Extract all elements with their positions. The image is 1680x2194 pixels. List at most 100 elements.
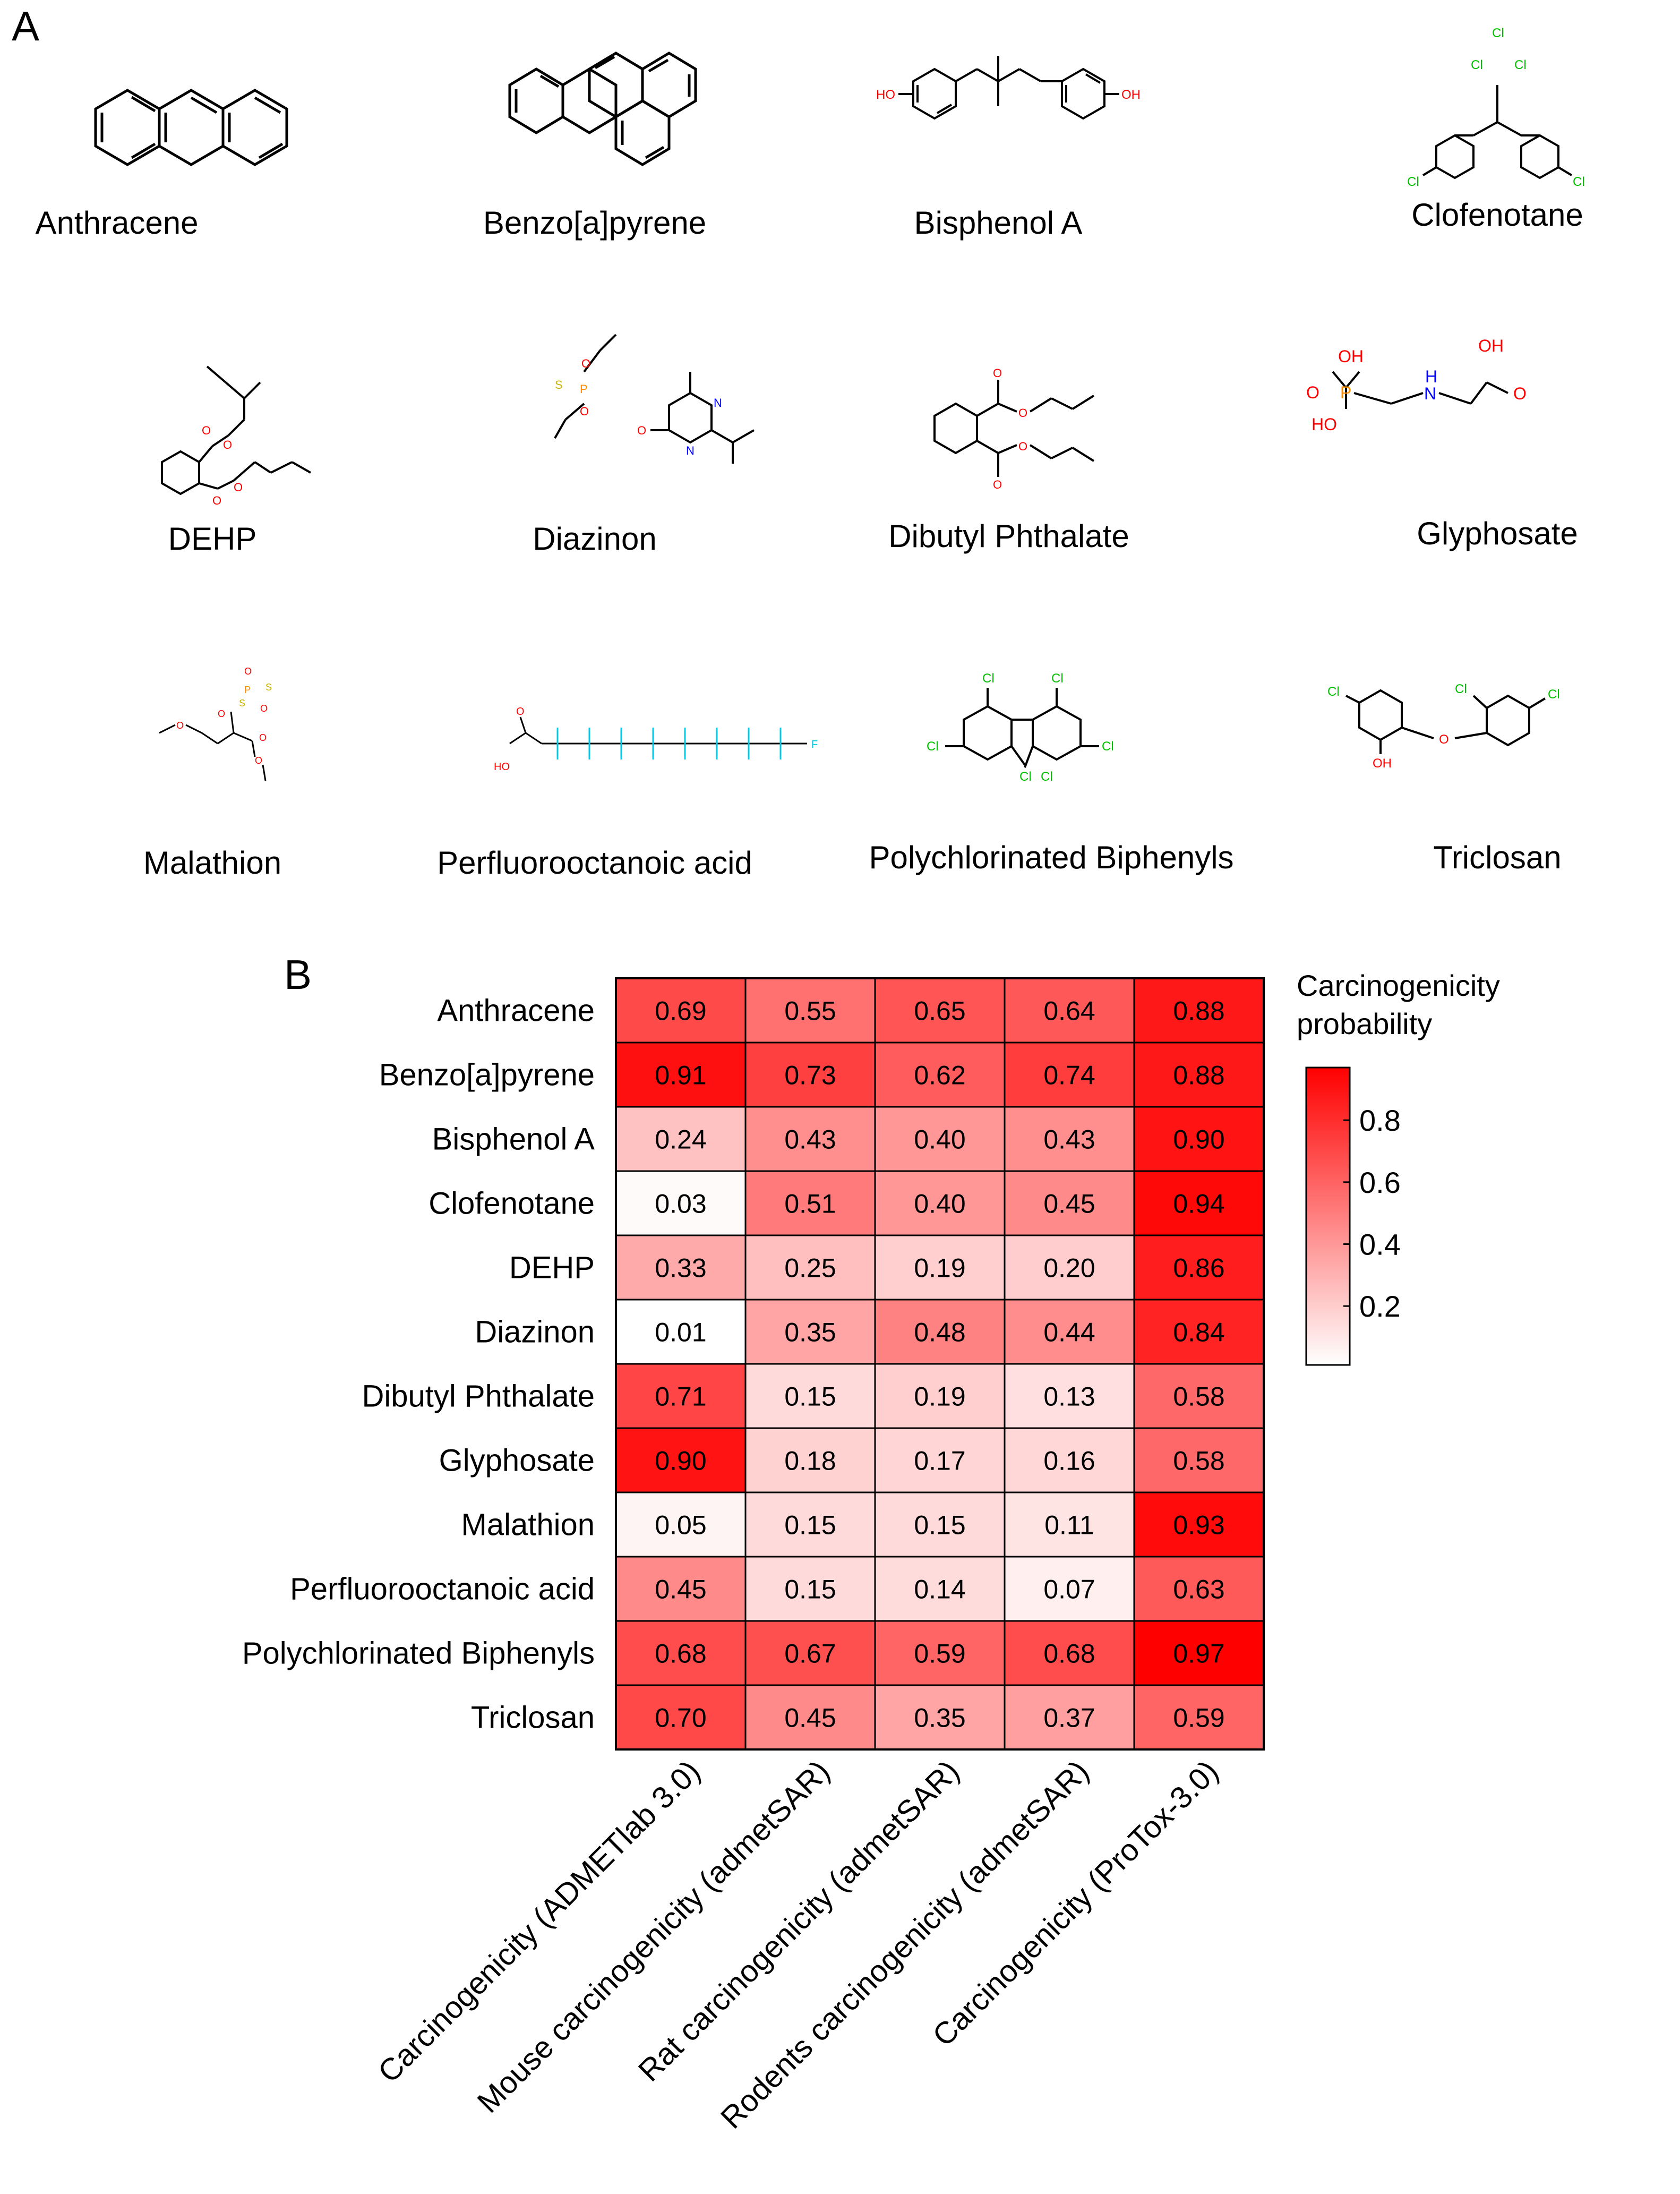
heatmap-cell	[1133, 1299, 1265, 1365]
cell-value-label: 0.64	[1043, 996, 1095, 1026]
heatmap-cell	[874, 1170, 1006, 1236]
row-label: Triclosan	[471, 1701, 595, 1735]
atom-label: S	[555, 378, 563, 391]
cell-value-label: 0.68	[1043, 1639, 1095, 1669]
column-labels: Carcinogenicity (ADMETlab 3.0)Mouse carc…	[371, 1754, 1225, 2135]
row-label: Diazinon	[475, 1315, 595, 1350]
row-label: Benzo[a]pyrene	[379, 1058, 595, 1092]
colorbar-tick-label: 0.4	[1359, 1228, 1401, 1261]
molecule-dibutyl-phthalate: O O O O Dibutyl Phthalate	[881, 329, 1285, 627]
heatmap-cell	[1133, 1491, 1265, 1558]
molecule-name: Dibutyl Phthalate	[888, 518, 1129, 554]
heatmap-cell	[744, 1299, 876, 1365]
atom-label: Cl	[1573, 175, 1585, 189]
heatmap-cell	[874, 1106, 1006, 1172]
atom-label: O	[234, 481, 243, 494]
atom-label: Cl	[1019, 770, 1032, 784]
cell-value-label: 0.15	[784, 1510, 836, 1540]
cell-value-label: 0.11	[1044, 1510, 1094, 1540]
cell-value-label: 0.44	[1043, 1318, 1095, 1347]
atom-label: O	[993, 366, 1002, 380]
colorbar-tick-label: 0.2	[1359, 1290, 1401, 1323]
atom-label: N	[686, 444, 695, 457]
cell-value-label: 0.37	[1043, 1703, 1095, 1733]
atom-label: P	[1340, 383, 1351, 402]
atom-label: O	[1439, 732, 1449, 747]
cell-value-label: 0.33	[655, 1253, 706, 1283]
cell-value-label: 0.40	[914, 1189, 965, 1219]
cell-value-label: 0.13	[1043, 1382, 1095, 1412]
heatmap-cell	[874, 977, 1006, 1044]
heatmap-cell	[744, 1363, 876, 1429]
molecule-pcb: Cl Cl Cl Cl Cl Cl Polychlorinated Biphen…	[869, 637, 1285, 935]
atom-label: HO	[876, 88, 895, 102]
column-label: Carcinogenicity (ProTox-3.0)	[926, 1754, 1225, 2053]
atom-label: O	[260, 703, 268, 714]
atom-label: OH	[1121, 88, 1141, 102]
cell-value-label: 0.19	[914, 1382, 965, 1412]
heatmap-cell	[1004, 1234, 1135, 1301]
heatmap-cell	[874, 1427, 1006, 1493]
heatmap-cell	[1004, 1363, 1135, 1429]
cell-value-label: 0.62	[914, 1061, 965, 1090]
cell-value-label: 0.43	[784, 1125, 836, 1155]
molecule-dehp: O O O O DEHP	[42, 329, 446, 627]
cell-value-label: 0.88	[1173, 1061, 1224, 1090]
atom-label: O	[993, 478, 1002, 491]
atom-label: O	[244, 666, 252, 677]
molecule-name: Perfluorooctanoic acid	[437, 845, 752, 881]
atom-label: F	[811, 739, 818, 750]
heatmap-cell	[1133, 1427, 1265, 1493]
molecule-name: Diazinon	[533, 521, 657, 557]
pfoa-structure-icon: O HO F	[494, 706, 818, 773]
atom-label: O	[1513, 384, 1527, 403]
cell-value-label: 0.51	[784, 1189, 836, 1219]
heatmap-cell	[744, 1170, 876, 1236]
molecule-glyphosate: OH O P HO H N OH O Glyphosate	[1296, 329, 1680, 627]
atom-label: O	[176, 720, 184, 731]
colorbar-gradient	[1305, 1066, 1351, 1366]
heatmap-cell	[1133, 1234, 1265, 1301]
atom-label: O	[259, 732, 267, 743]
clofenotane-structure-icon: Cl Cl Cl Cl Cl	[1407, 26, 1585, 189]
heatmap-cell	[874, 1556, 1006, 1622]
cell-value-label: 0.59	[1173, 1703, 1224, 1733]
cell-value-label: 0.90	[655, 1446, 706, 1476]
row-label: DEHP	[509, 1251, 595, 1285]
atom-label: HO	[494, 761, 510, 773]
glyphosate-structure-icon: OH O P HO H N OH O	[1306, 336, 1527, 434]
heatmap-cell	[615, 1491, 747, 1558]
pcb-structure-icon: Cl Cl Cl Cl Cl Cl	[927, 671, 1114, 784]
atom-label: OH	[1373, 756, 1392, 771]
heatmap-cell	[1004, 1684, 1135, 1751]
atom-label: O	[202, 424, 211, 437]
cell-value-label: 0.58	[1173, 1382, 1224, 1412]
atom-label: O	[255, 755, 262, 766]
atom-label: Cl	[1548, 687, 1560, 702]
atom-label: O	[223, 438, 232, 451]
heatmap-cell	[1133, 1684, 1265, 1751]
row-label: Anthracene	[437, 994, 595, 1028]
row-label: Perfluorooctanoic acid	[290, 1572, 595, 1607]
atom-label: P	[244, 685, 251, 695]
atom-label: O	[218, 708, 225, 719]
triclosan-structure-icon: Cl Cl Cl O OH	[1327, 682, 1560, 771]
cell-value-label: 0.43	[1043, 1125, 1095, 1155]
colorbar-tick-label: 0.8	[1359, 1104, 1401, 1137]
atom-label: O	[637, 424, 646, 437]
cell-value-label: 0.68	[655, 1639, 706, 1669]
atom-label: O	[1018, 440, 1027, 453]
molecule-name: DEHP	[168, 521, 257, 557]
benzo-a-pyrene-structure-icon	[508, 52, 697, 166]
cell-value-label: 0.45	[655, 1575, 706, 1604]
atom-label: Cl	[1492, 26, 1504, 40]
cell-value-label: 0.84	[1173, 1318, 1224, 1347]
colorbar-title: Carcinogenicity	[1297, 969, 1500, 1002]
row-label: Clofenotane	[428, 1186, 595, 1221]
molecule-name: Anthracene	[35, 205, 199, 241]
cell-value-label: 0.90	[1173, 1125, 1224, 1155]
heatmap-cell	[1004, 1427, 1135, 1493]
cell-value-label: 0.73	[784, 1061, 836, 1090]
cell-value-label: 0.91	[655, 1061, 706, 1090]
